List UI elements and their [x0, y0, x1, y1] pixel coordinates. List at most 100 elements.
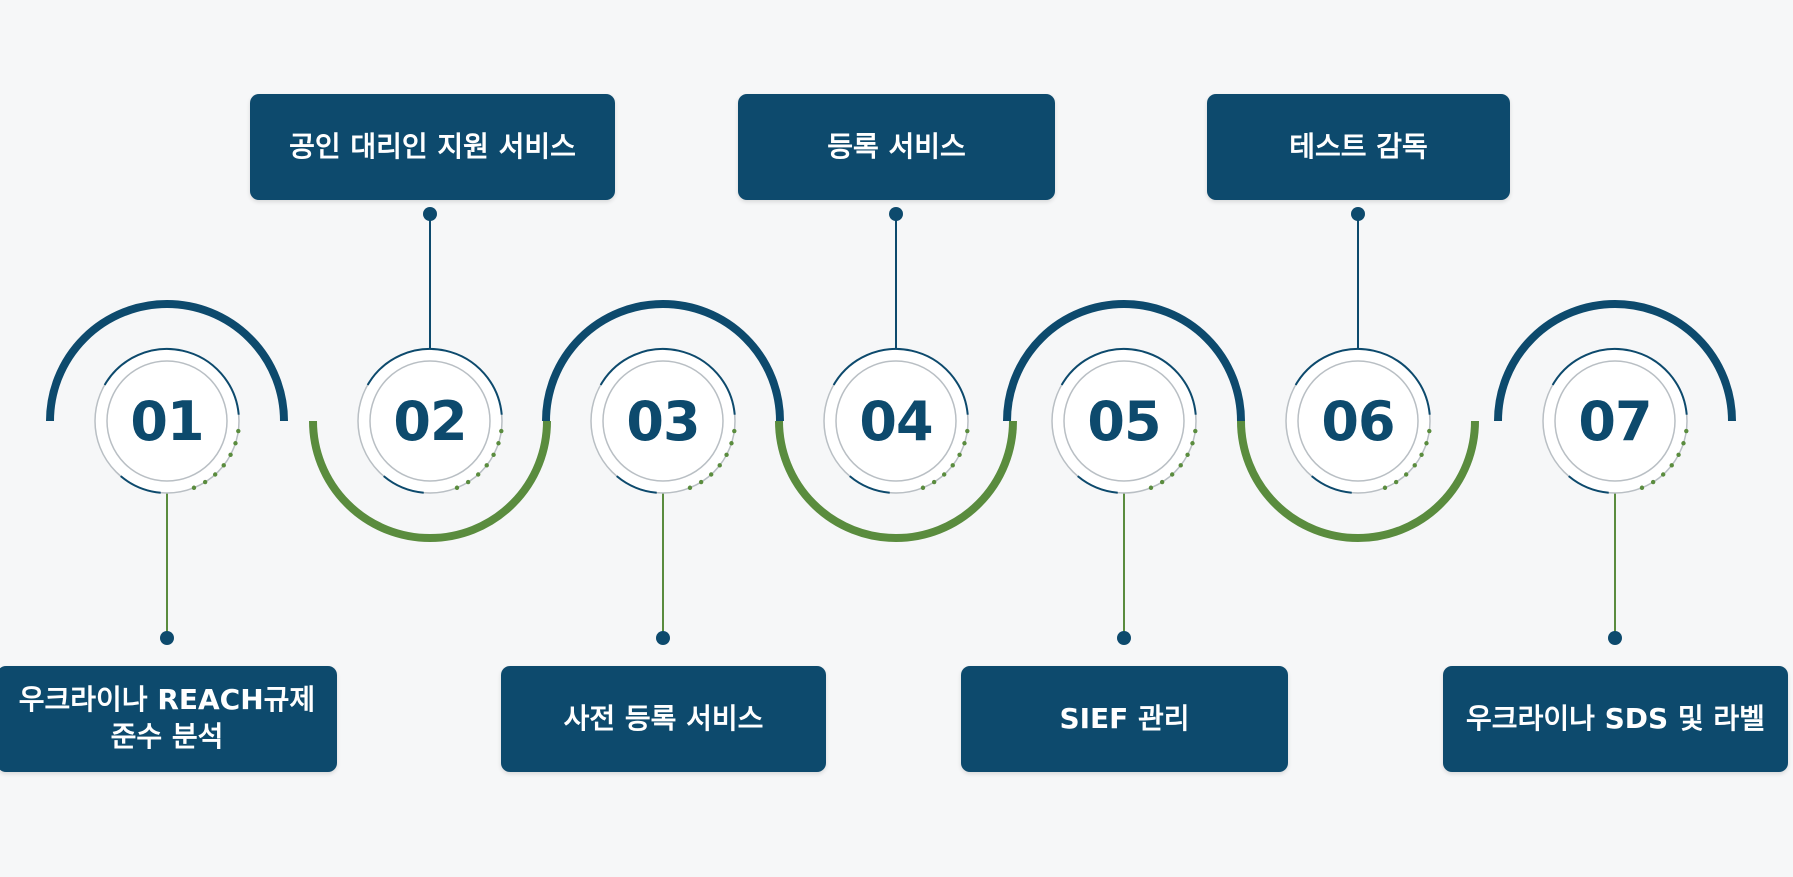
step-ring-dot-04 — [931, 479, 937, 485]
step-ring-dot-03 — [732, 428, 737, 434]
step-ring-accent-bottom-07 — [1568, 475, 1609, 494]
step-label-text-03: 사전 등록 서비스 — [563, 701, 764, 735]
connector-dot-01 — [160, 631, 174, 645]
step-ring-dot-02 — [475, 472, 481, 477]
step-ring-dot-01 — [228, 452, 233, 458]
step-ring-accent-bottom-06 — [1311, 475, 1352, 494]
step-ring-dot-01 — [202, 479, 208, 485]
step-label-text-01: 우크라이나 REACH규제 준수 분석 — [18, 683, 316, 753]
step-ring-dot-03 — [698, 479, 704, 485]
connector-dot-07 — [1608, 631, 1622, 645]
step-ring-accent-bottom-01 — [120, 475, 161, 494]
step-ring-dot-06 — [1427, 428, 1432, 434]
step-ring-dot-07 — [1669, 463, 1674, 468]
step-label-box-06: 테스트 감독 — [1207, 94, 1510, 200]
step-ring-dot-07 — [1639, 485, 1645, 490]
step-label-box-04: 등록 서비스 — [738, 94, 1055, 200]
step-ring-accent-01 — [103, 348, 240, 415]
wave-bowl-bottom-3 — [1237, 420, 1479, 542]
step-number-01: 01 — [130, 389, 204, 453]
step-ring-dot-03 — [708, 472, 714, 477]
wave-bowl-bottom-1 — [309, 420, 551, 542]
step-ring-dot-05 — [1190, 441, 1195, 446]
step-ring-inner-03 — [602, 360, 724, 482]
step-label-text-04: 등록 서비스 — [827, 129, 966, 163]
step-ring-dot-07 — [1684, 428, 1689, 434]
wave-arch-top-3 — [1003, 300, 1245, 422]
step-ring-dot-04 — [965, 428, 970, 434]
step-ring-dot-02 — [454, 485, 460, 490]
step-ring-dot-02 — [465, 479, 471, 485]
step-ring-dot-06 — [1419, 452, 1424, 458]
step-ring-dot-06 — [1424, 441, 1429, 446]
step-ring-inner-07 — [1554, 360, 1676, 482]
step-ring-dot-06 — [1382, 485, 1388, 490]
step-ring-dot-05 — [1178, 463, 1183, 468]
step-ring-dot-03 — [717, 463, 722, 468]
step-ring-dot-04 — [950, 463, 955, 468]
step-ring-inner-01 — [106, 360, 228, 482]
step-label-box-02: 공인 대리인 지원 서비스 — [250, 94, 615, 200]
step-number-04: 04 — [859, 389, 933, 453]
wave-bowl-bottom-2 — [775, 420, 1017, 542]
step-number-07: 07 — [1578, 389, 1652, 453]
step-ring-dot-02 — [499, 428, 504, 434]
step-ring-accent-02 — [366, 348, 503, 415]
step-ring-dot-01 — [233, 441, 238, 446]
step-ring-accent-bottom-04 — [849, 475, 890, 494]
step-ring-accent-07 — [1551, 348, 1688, 415]
step-ring-inner-02 — [369, 360, 491, 482]
step-ring-dot-02 — [491, 452, 496, 458]
step-ring-dot-05 — [1185, 452, 1190, 458]
step-label-box-01: 우크라이나 REACH규제 준수 분석 — [0, 666, 337, 772]
connector-dot-06 — [1351, 207, 1365, 221]
step-number-03: 03 — [626, 389, 700, 453]
connector-dot-05 — [1117, 631, 1131, 645]
step-ring-accent-bottom-03 — [616, 475, 657, 494]
step-ring-inner-05 — [1063, 360, 1185, 482]
step-ring-dot-02 — [496, 441, 501, 446]
step-ring-dot-03 — [724, 452, 729, 458]
step-label-box-07: 우크라이나 SDS 및 라벨 — [1443, 666, 1788, 772]
step-ring-dot-05 — [1159, 479, 1165, 485]
step-ring-dot-02 — [484, 463, 489, 468]
step-number-06: 06 — [1321, 389, 1395, 453]
step-ring-accent-06 — [1294, 348, 1431, 415]
step-ring-inner-06 — [1297, 360, 1419, 482]
step-ring-dot-06 — [1403, 472, 1409, 477]
step-ring-dot-05 — [1169, 472, 1175, 477]
step-ring-dot-01 — [212, 472, 218, 477]
step-ring-accent-05 — [1060, 348, 1197, 415]
step-ring-inner-04 — [835, 360, 957, 482]
step-ring-dot-04 — [962, 441, 967, 446]
step-ring-accent-bottom-05 — [1077, 475, 1118, 494]
step-label-text-07: 우크라이나 SDS 및 라벨 — [1466, 701, 1765, 735]
step-label-box-03: 사전 등록 서비스 — [501, 666, 826, 772]
step-ring-accent-03 — [599, 348, 736, 415]
step-ring-dot-04 — [920, 485, 926, 490]
step-ring-dot-03 — [729, 441, 734, 446]
step-ring-dot-06 — [1412, 463, 1417, 468]
step-ring-dot-01 — [191, 485, 197, 490]
step-ring-dot-03 — [687, 485, 693, 490]
step-ring-dot-05 — [1148, 485, 1154, 490]
step-ring-dot-07 — [1681, 441, 1686, 446]
step-ring-accent-bottom-02 — [383, 475, 424, 494]
wave-arch-top-4 — [1494, 300, 1736, 422]
connector-dot-03 — [656, 631, 670, 645]
wave-arch-top-1 — [46, 300, 288, 422]
step-label-text-05: SIEF 관리 — [1059, 701, 1190, 735]
connector-dot-04 — [889, 207, 903, 221]
step-ring-dot-07 — [1660, 472, 1666, 477]
step-ring-dot-06 — [1393, 479, 1399, 485]
connector-dot-02 — [423, 207, 437, 221]
step-ring-dot-07 — [1650, 479, 1656, 485]
step-number-02: 02 — [393, 389, 467, 453]
wave-arch-top-2 — [542, 300, 784, 422]
step-label-text-02: 공인 대리인 지원 서비스 — [289, 129, 576, 163]
step-number-05: 05 — [1087, 389, 1161, 453]
step-ring-dot-04 — [957, 452, 962, 458]
step-ring-dot-04 — [941, 472, 947, 477]
